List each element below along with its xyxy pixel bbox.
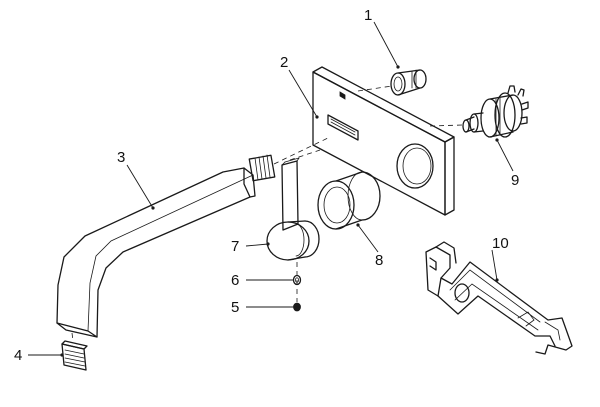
callout-4: 4 <box>14 347 22 364</box>
callout-5: 5 <box>231 299 239 316</box>
part-set-screw <box>293 302 301 312</box>
assembly-axis-lines <box>71 85 464 342</box>
callout-2: 2 <box>280 54 288 71</box>
part-lever-handle <box>266 157 320 261</box>
callout-9: 9 <box>511 172 519 189</box>
callout-6: 6 <box>231 272 239 289</box>
callout-10: 10 <box>492 235 509 252</box>
part-aerator <box>61 340 88 371</box>
part-spout <box>56 154 276 338</box>
callout-7: 7 <box>231 238 239 255</box>
callout-labels: 1 2 3 4 5 6 7 8 9 10 <box>14 7 519 364</box>
leader-lines <box>28 21 514 357</box>
part-wall-plate <box>312 66 455 216</box>
callout-1: 1 <box>364 7 372 24</box>
part-installation-template <box>425 241 573 355</box>
callout-3: 3 <box>117 149 125 166</box>
part-cartridge <box>462 85 529 138</box>
part-threaded-connector <box>390 69 427 96</box>
callout-8: 8 <box>375 252 383 269</box>
part-sleeve <box>317 171 381 230</box>
